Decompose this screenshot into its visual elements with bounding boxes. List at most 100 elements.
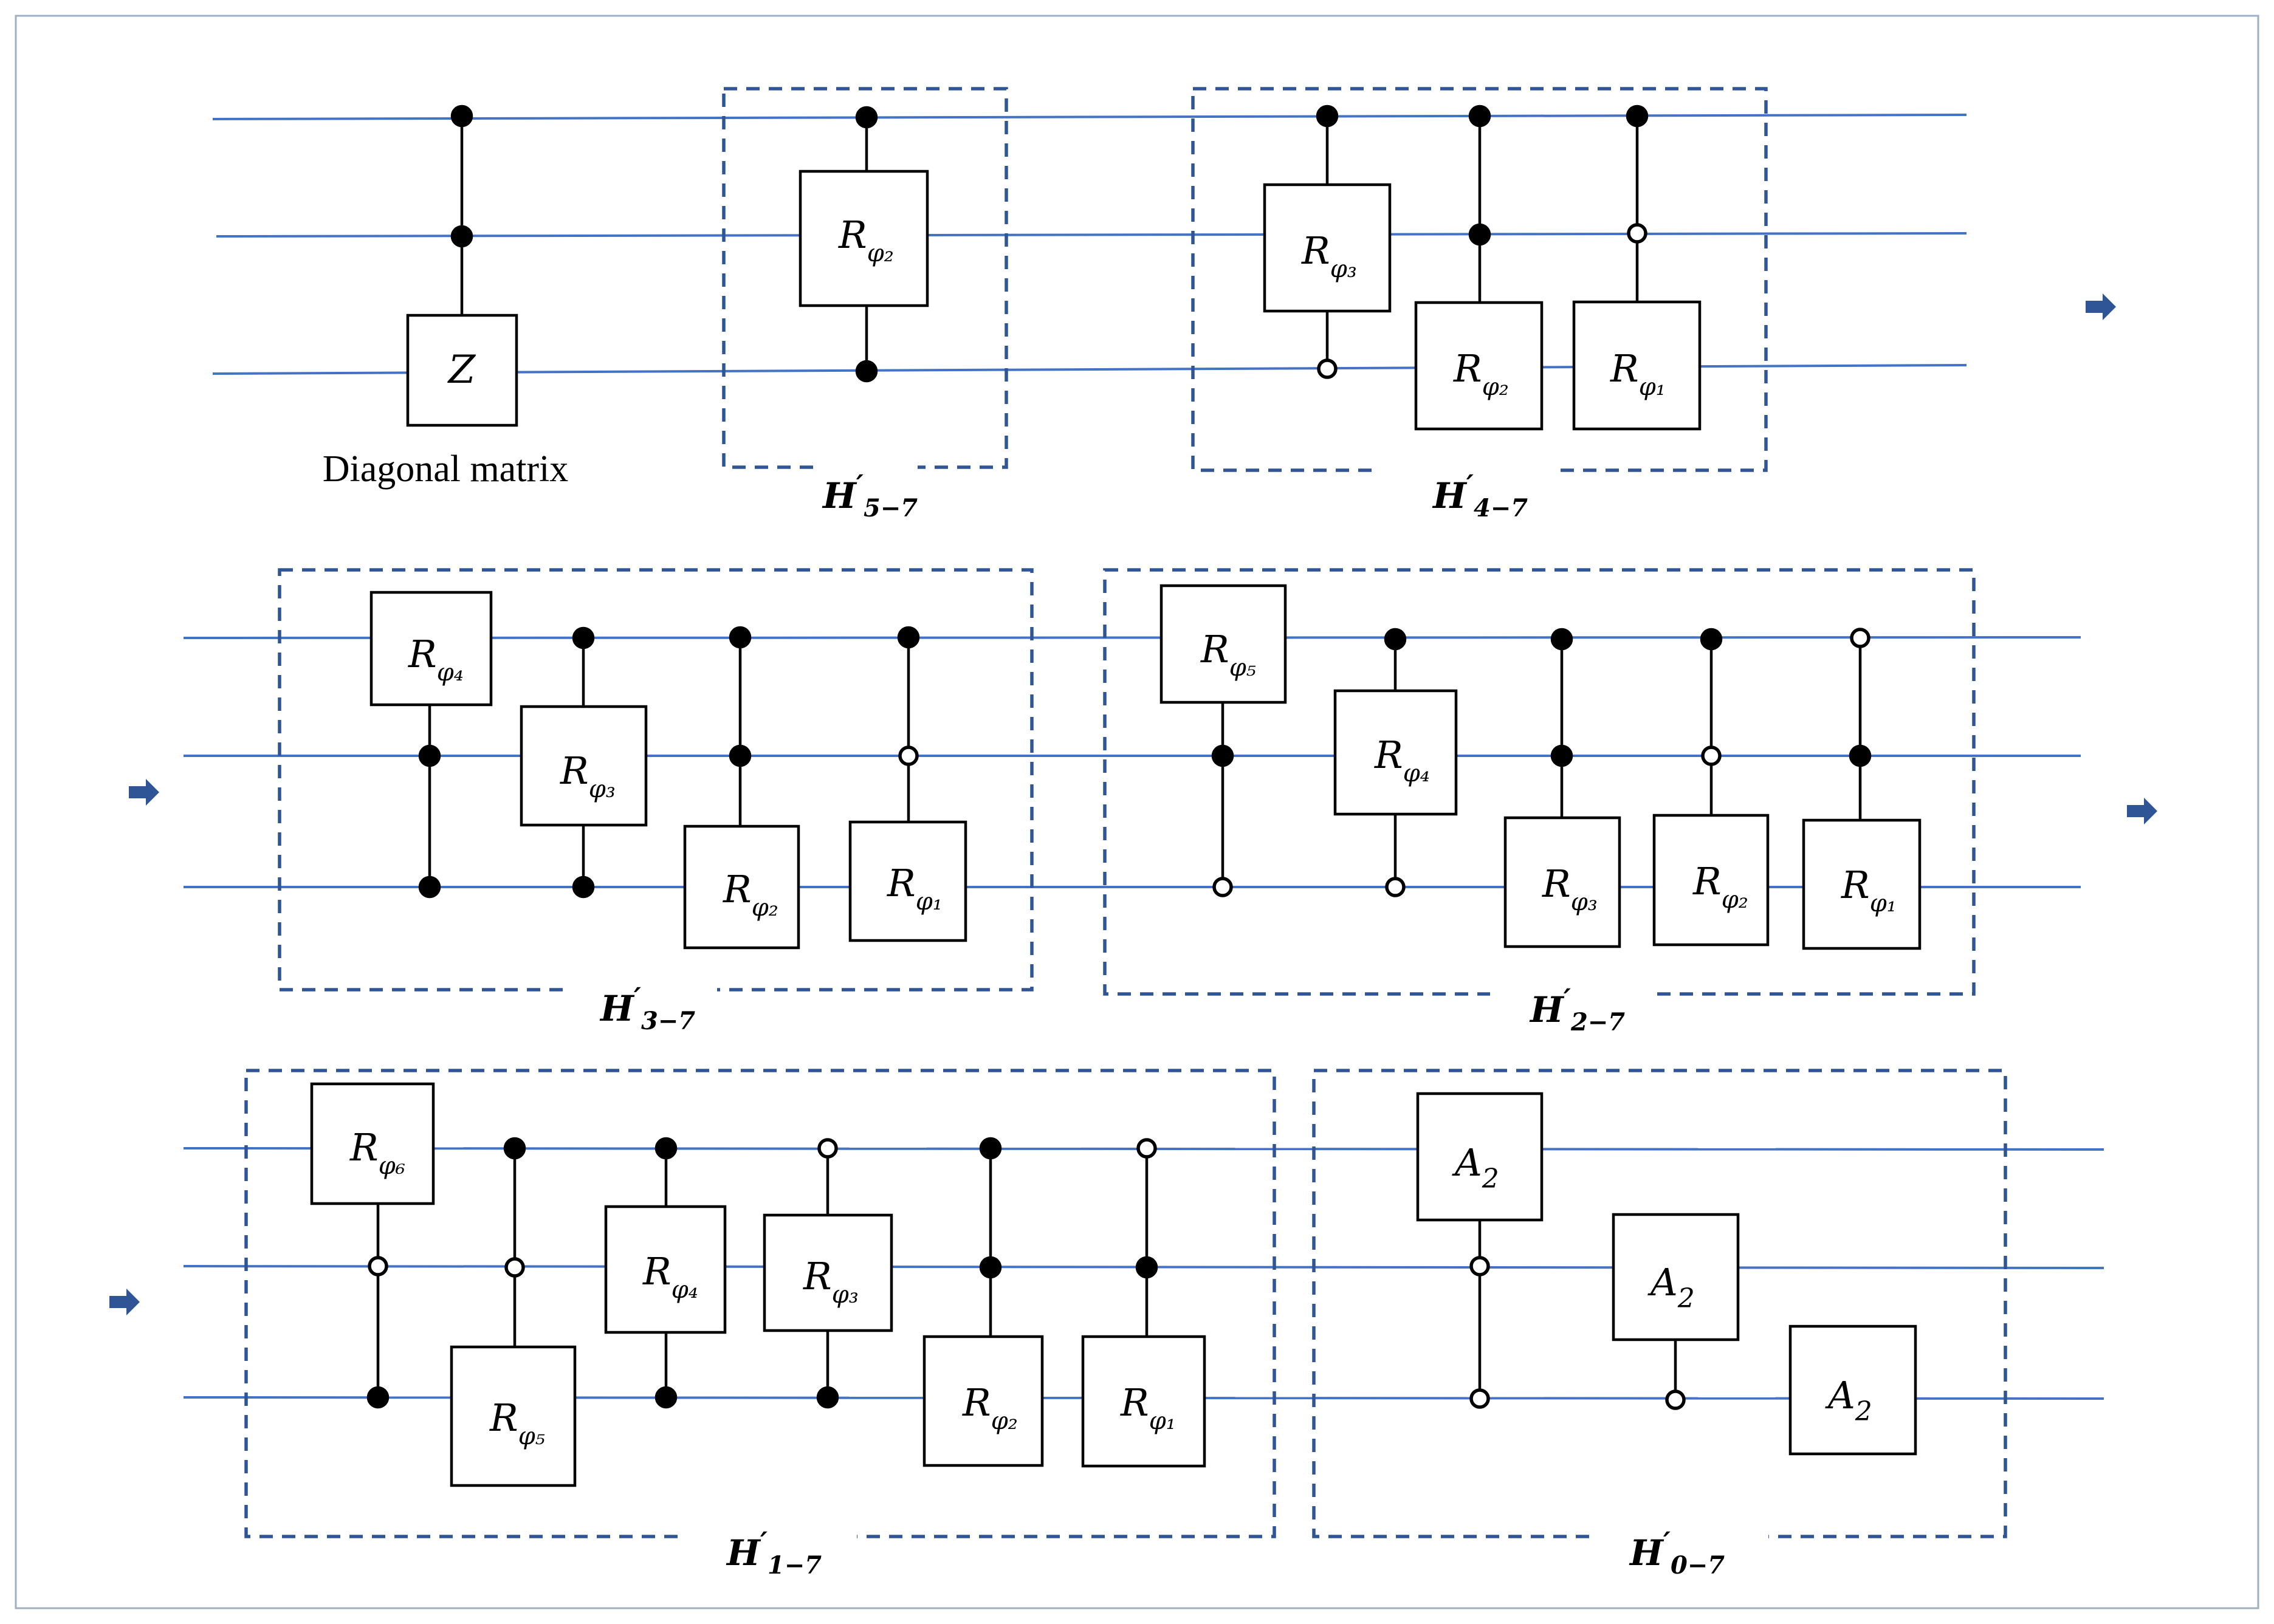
gate-r-phi-2: Rφ₂ [683,824,800,950]
right-arrow-icon [109,1289,140,1315]
gate-symbol: R [489,1396,518,1440]
control-dot-filled [572,875,595,899]
gate-subscript: 2 [1482,1163,1499,1194]
control-dot-open [1701,745,1722,766]
svg-text:Rφ₄: Rφ₄ [1374,733,1430,787]
circuit-row-3: Rφ₆ Rφ₅ Rφ₄ Rφ₃ Rφ₂ [109,1069,2104,1580]
gate-subscript: φ₃ [832,1281,859,1309]
control-dot-filled [816,1386,839,1409]
svg-text:Rφ₃: Rφ₃ [1542,862,1598,916]
gate-subscript: 2 [1855,1396,1872,1427]
svg-text:Rφ₁: Rφ₁ [1120,1380,1176,1435]
group-label: H′5−7 [822,468,918,522]
control-dot-filled [1626,104,1649,128]
svg-text:Rφ₃: Rφ₃ [803,1254,859,1309]
control-dot-filled [503,1137,526,1160]
svg-text:A2: A2 [1452,1140,1499,1194]
svg-text:Rφ₁: Rφ₁ [1841,863,1897,917]
gate-subscript: φ₅ [1229,654,1256,682]
gate-symbol: R [1610,346,1639,391]
control-dot-filled [855,106,878,129]
group-label: H′3−7 [599,981,695,1035]
control-dot-filled [979,1137,1002,1160]
control-dot-filled [1468,104,1491,128]
gate-r-phi-1: Rφ₁ [1802,818,1922,950]
gate-a-2: A2 [1788,1324,1917,1456]
svg-text:Rφ₃: Rφ₃ [1301,228,1357,283]
control-dot-open [817,1138,838,1159]
control-dot-filled [1550,628,1573,651]
gate-r-phi-5: Rφ₅ [1159,584,1287,704]
qubit-wire [183,636,2081,639]
control-dot-filled [450,104,473,128]
svg-text:Rφ₄: Rφ₄ [408,632,464,687]
gate-symbol: R [1841,863,1870,907]
gate-r-phi-3: Rφ₃ [1263,183,1392,313]
gate-subscript: φ₂ [867,239,894,267]
gate-subscript: φ₄ [1403,759,1430,787]
control-dot-filled [729,626,752,649]
gate-symbol: R [1374,733,1403,777]
gate-subscript: φ₁ [916,888,943,916]
gate-subscript: φ₃ [1330,255,1357,283]
control-dot-filled [366,1386,390,1409]
qubit-wire [216,232,1967,238]
gate-r-phi-6: Rφ₆ [310,1082,435,1205]
gate-subscript: φ₃ [1571,888,1598,916]
gate-r-phi-2: Rφ₂ [922,1335,1044,1467]
gate-subscript: φ₁ [1149,1407,1176,1435]
svg-text:Rφ₂: Rφ₂ [723,867,778,922]
circuit-row-2: Rφ₄ Rφ₃ Rφ₂ Rφ₁ H′3−7 Rφ₅ [129,568,2157,1036]
svg-text:Rφ₅: Rφ₅ [489,1396,545,1450]
gate-symbol: R [1692,859,1722,903]
right-arrow-icon [129,779,159,806]
control-dot-filled [572,626,595,649]
control-dot-filled [1468,223,1491,246]
control-dot-filled [1384,628,1407,651]
control-dot-filled [450,225,473,248]
gate-r-phi-1: Rφ₁ [848,820,967,942]
gate-subscript: φ₄ [437,659,464,687]
gate-r-phi-3: Rφ₃ [763,1213,893,1332]
control-dot-open [1317,358,1338,379]
gate-symbol: R [887,861,916,905]
group-box [722,87,1008,469]
gate-symbol: R [1120,1380,1149,1425]
gate-z: Z [406,313,518,427]
control-dot-filled [418,744,441,767]
gate-symbol: R [1542,862,1571,906]
gate-r-phi-1: Rφ₁ [1572,300,1702,431]
gate-symbol: R [1200,627,1229,671]
gate-subscript: 2 [1677,1283,1695,1314]
control-dot-filled [654,1386,678,1409]
gate-r-phi-4: Rφ₄ [369,591,493,707]
svg-text:Rφ₂: Rφ₂ [962,1380,1018,1435]
gate-symbol: R [1453,346,1482,391]
svg-text:Rφ₆: Rφ₆ [349,1125,405,1180]
gate-symbol: R [723,867,752,911]
gate-subscript: φ₅ [518,1422,545,1450]
gate-symbol: A [1647,1260,1678,1304]
gate-symbol: A [1452,1140,1482,1185]
control-dot-filled [1135,1256,1158,1279]
group-box [1312,1069,2007,1538]
control-dot-filled [1550,744,1573,767]
control-dot-open [1212,877,1233,897]
gate-subscript: φ₂ [1722,886,1748,914]
right-arrow-icon [2086,293,2116,320]
control-dot-open [368,1256,388,1276]
group-label: H′4−7 [1432,468,1528,522]
group-box [1103,568,1976,996]
svg-text:Rφ₁: Rφ₁ [887,861,943,916]
control-dot-filled [1849,744,1872,767]
gate-symbol: R [803,1254,832,1298]
gate-symbol: A [1825,1373,1855,1417]
group-label: H′0−7 [1629,1526,1725,1580]
gate-r-phi-3: Rφ₃ [520,705,648,827]
control-dot-filled [654,1137,678,1160]
control-dot-filled [1700,628,1723,651]
control-dot-open [504,1257,525,1278]
gate-r-phi-5: Rφ₅ [450,1345,577,1487]
svg-text:Rφ₂: Rφ₂ [1692,859,1748,914]
